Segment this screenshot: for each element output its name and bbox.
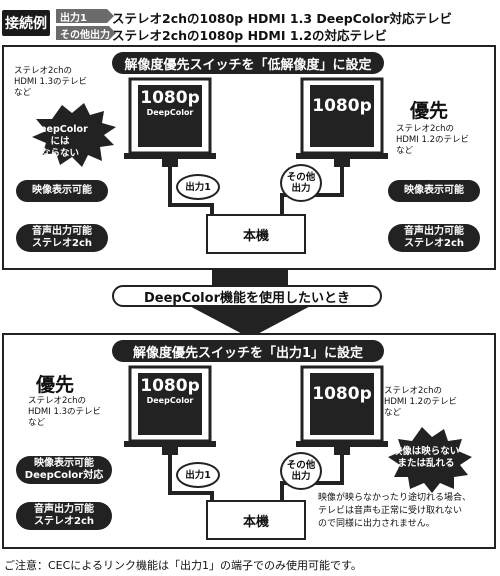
burst-shape-2 — [388, 427, 472, 493]
video-display-pill-right: 映像表示可能 — [388, 180, 480, 202]
other-output-description: ステレオ2chの1080p HDMI 1.2の対応テレビ — [112, 28, 388, 43]
panel2-banner: 解像度優先スイッチを「出力1」に設定 — [112, 340, 384, 362]
priority-label-2: 優先 — [36, 374, 75, 396]
panel1-graphics — [32, 77, 388, 220]
right-tv-screen: 1080p — [312, 96, 372, 116]
left-tv-icon — [124, 77, 216, 167]
other-output-tag: その他出力 — [56, 26, 116, 40]
audio-output-pill: 音声出力可能ステレオ2ch — [16, 224, 108, 252]
left-tv-screen-2: 1080p DeepColor — [140, 376, 200, 405]
output1-description: ステレオ2chの1080p HDMI 1.3 DeepColor対応テレビ — [112, 11, 452, 26]
audio-output-pill-2: 音声出力可能ステレオ2ch — [16, 502, 112, 530]
device-box: 本機 — [206, 214, 306, 254]
cable-label-output1-2: 出力1 — [176, 462, 220, 488]
right-tv-icon-2 — [296, 365, 388, 455]
left-tv-screen: 1080p DeepColor — [140, 88, 200, 117]
priority-label: 優先 — [410, 100, 449, 122]
warning-note: 映像が映らなかったり途切れる場合、テレビは音声も正常に受け取れないので同様に出力… — [318, 493, 472, 529]
cec-caution-note: ご注意：CECによるリンク機能は「出力1」の端子でのみ使用可能です。 — [4, 559, 362, 572]
burst-shape — [32, 103, 116, 167]
panel1-banner: 解像度優先スイッチを「低解像度」に設定 — [112, 52, 384, 74]
left-tv-icon-2 — [124, 365, 216, 455]
connection-example-badge: 接続例 — [2, 10, 50, 36]
device-box-2: 本機 — [206, 500, 306, 540]
burst-label: DeepColorにはならない — [32, 124, 88, 159]
deepcolor-use-label: DeepColor機能を使用したいとき — [112, 285, 382, 307]
video-display-pill: 映像表示可能 — [16, 180, 108, 202]
audio-output-pill-right: 音声出力可能ステレオ2ch — [388, 224, 480, 252]
right-tv-icon — [296, 77, 388, 167]
burst-label-2: 映像は映らないまたは乱れる — [392, 446, 460, 469]
right-tv-screen-2: 1080p — [312, 384, 372, 404]
panel2-graphics — [124, 365, 472, 508]
cable-label-other-output: その他出力 — [280, 164, 322, 202]
cable-label-output1: 出力1 — [176, 174, 220, 200]
cable-label-other-output-2: その他出力 — [280, 452, 322, 490]
output1-tag: 出力1 — [56, 9, 114, 23]
